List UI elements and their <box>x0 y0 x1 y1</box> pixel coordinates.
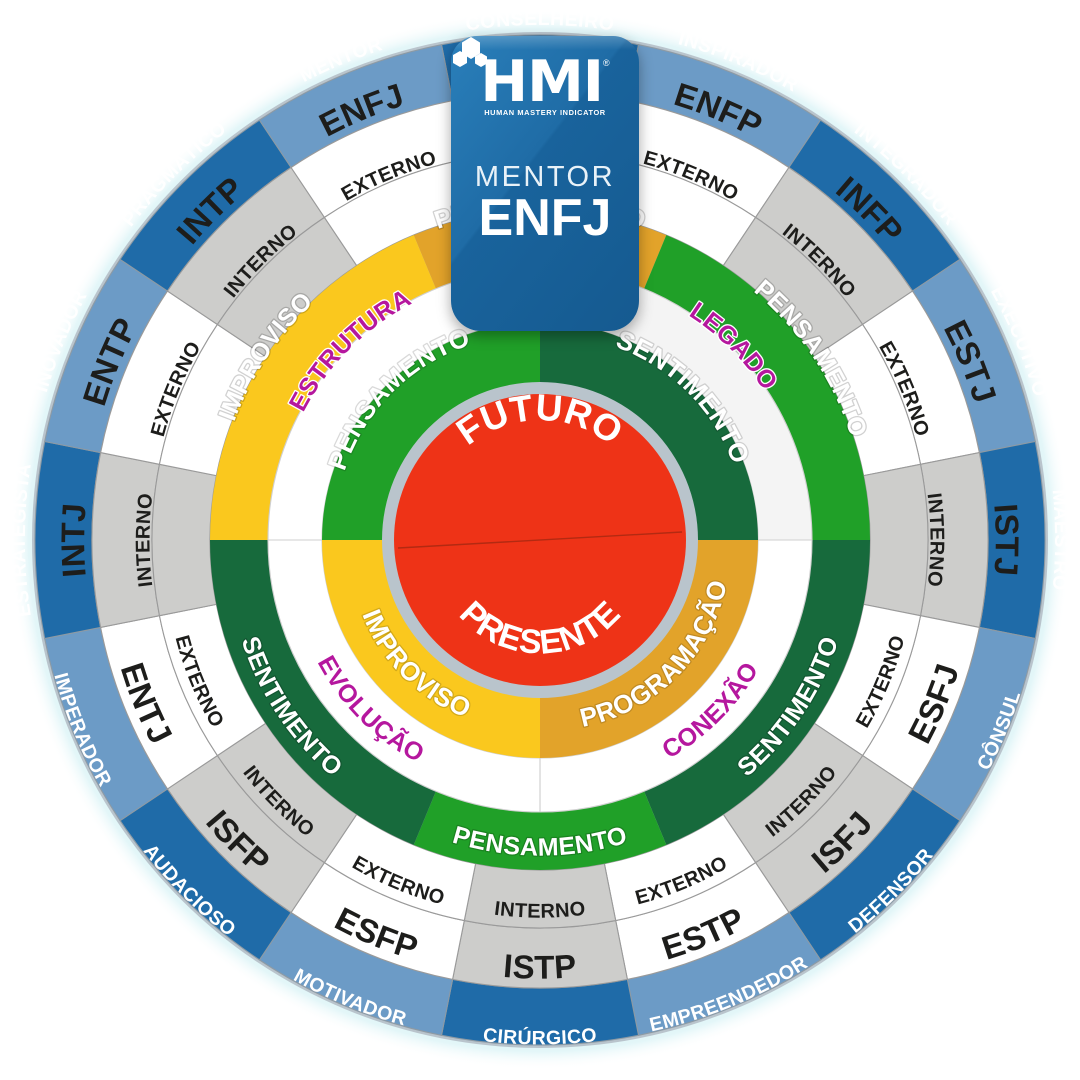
brand-text: HMI <box>480 49 604 115</box>
core-divider <box>397 531 683 549</box>
orientation-label-INTJ: INTERNO <box>132 492 157 588</box>
function-outer-1[interactable] <box>644 235 870 540</box>
orientation-segment-ISTJ[interactable] <box>863 463 929 617</box>
hmi-logo: HMI ® <box>453 37 610 115</box>
badge-role: MENTOR <box>474 161 616 194</box>
function-inner-1[interactable] <box>540 540 758 758</box>
function-outer-3[interactable] <box>413 791 667 870</box>
archetype-label-ISTJ: MAESTRO <box>1048 488 1073 591</box>
center-badge[interactable]: HMI ® HUMAN MASTERY INDICATOR MENTOR ENF… <box>451 36 639 331</box>
orientation-segment-INTJ[interactable] <box>151 463 217 617</box>
hexagon-cluster-icon <box>453 37 487 67</box>
orientation-label-ISTP: INTERNO <box>493 898 587 923</box>
archetype-label-ISTP: CIRÚRGICO <box>482 1024 598 1049</box>
function-outer-2[interactable] <box>644 540 870 845</box>
function-inner-0[interactable] <box>540 322 758 540</box>
function-inner-2[interactable] <box>322 540 540 758</box>
type-code-ISTJ: ISTJ <box>987 502 1026 577</box>
orientation-label-ISTJ: INTERNO <box>923 492 948 588</box>
type-code-ISTP: ISTP <box>502 947 578 986</box>
badge-type: ENFJ <box>478 189 612 248</box>
brand-tagline: HUMAN MASTERY INDICATOR <box>484 108 606 118</box>
type-code-INTJ: INTJ <box>54 502 93 579</box>
function-outer-5[interactable] <box>210 235 436 540</box>
function-outer-4[interactable] <box>209 540 436 845</box>
function-inner-3[interactable] <box>322 322 540 540</box>
registered-mark: ® <box>603 58 610 68</box>
